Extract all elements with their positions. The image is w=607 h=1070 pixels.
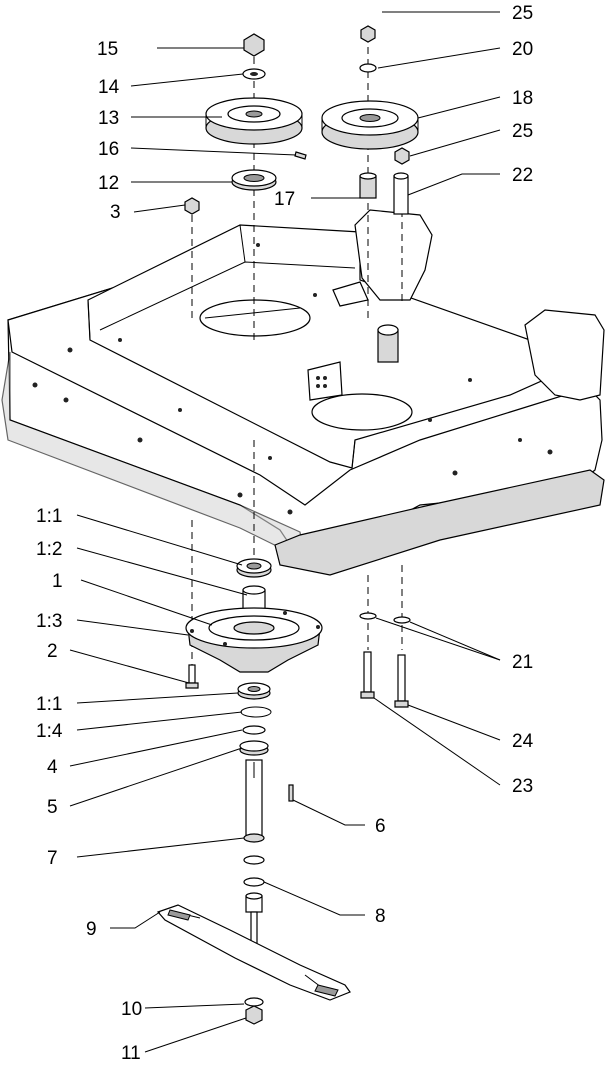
mower-deck <box>1 209 605 576</box>
leader-lines <box>69 11 501 1053</box>
key-16 <box>294 151 307 160</box>
callout-15: 15 <box>97 39 118 60</box>
key-6 <box>288 784 294 802</box>
callout-24: 24 <box>512 731 534 752</box>
spacer-17 <box>359 172 377 199</box>
bearing-1-1-bot <box>237 682 271 700</box>
nut-3 <box>184 197 200 215</box>
upper-parts <box>184 25 419 215</box>
callout-2: 2 <box>47 641 58 662</box>
callout-25-mid: 25 <box>512 121 533 142</box>
callout-21: 21 <box>512 652 533 673</box>
callout-3: 3 <box>110 202 121 223</box>
nut-11 <box>245 1005 263 1025</box>
bolt-24 <box>394 654 409 708</box>
bearing-12 <box>231 169 277 191</box>
callout-23: 23 <box>512 776 533 797</box>
pulley-13 <box>205 97 303 145</box>
lower-parts <box>156 558 411 1025</box>
callout-8: 8 <box>375 906 386 927</box>
callout-1-1-top: 1:1 <box>36 506 62 527</box>
snap-ring-1-4 <box>240 706 272 718</box>
washer-20 <box>359 63 377 73</box>
nut-25-mid <box>394 147 410 165</box>
callout-17: 17 <box>274 189 295 210</box>
bearing-5 <box>239 740 269 756</box>
callout-20: 20 <box>512 39 533 60</box>
callout-1: 1 <box>52 571 63 592</box>
callout-5: 5 <box>47 797 58 818</box>
callout-1-3: 1:3 <box>36 611 62 632</box>
callout-4: 4 <box>47 757 58 778</box>
spindle-shaft-7 <box>243 759 265 843</box>
callout-10: 10 <box>121 999 142 1020</box>
washer-4 <box>242 725 266 735</box>
sleeve-22 <box>393 172 409 215</box>
bolt-23 <box>360 651 375 699</box>
callout-labels: 25 15 20 14 18 13 25 16 12 22 17 3 1:1 1… <box>36 3 534 1064</box>
callout-11: 11 <box>121 1043 141 1064</box>
callout-22: 22 <box>512 165 533 186</box>
callout-1-4: 1:4 <box>36 721 63 742</box>
washer-21b <box>393 616 411 624</box>
bearing-1-1-top <box>236 558 272 578</box>
callout-18: 18 <box>512 88 533 109</box>
spacer-stack-8 <box>243 855 265 958</box>
washer-21a <box>359 612 377 620</box>
callout-7: 7 <box>47 848 58 869</box>
callout-14: 14 <box>98 77 120 98</box>
callout-16: 16 <box>98 139 119 160</box>
callout-1-2: 1:2 <box>36 539 62 560</box>
callout-25-top: 25 <box>512 3 533 24</box>
assembly-centerlines <box>191 35 403 680</box>
spindle-housing-1 <box>185 607 323 673</box>
blade-9 <box>156 904 351 1001</box>
callout-13: 13 <box>98 108 119 129</box>
callout-6: 6 <box>375 816 386 837</box>
callout-12: 12 <box>98 173 119 194</box>
nut-25-top <box>360 25 376 43</box>
bolt-2 <box>185 664 199 689</box>
nut-15 <box>243 33 265 57</box>
idler-pulley-18 <box>321 100 419 150</box>
callout-1-1-bot: 1:1 <box>36 694 62 715</box>
callout-9: 9 <box>86 919 97 940</box>
washer-10 <box>244 997 264 1007</box>
